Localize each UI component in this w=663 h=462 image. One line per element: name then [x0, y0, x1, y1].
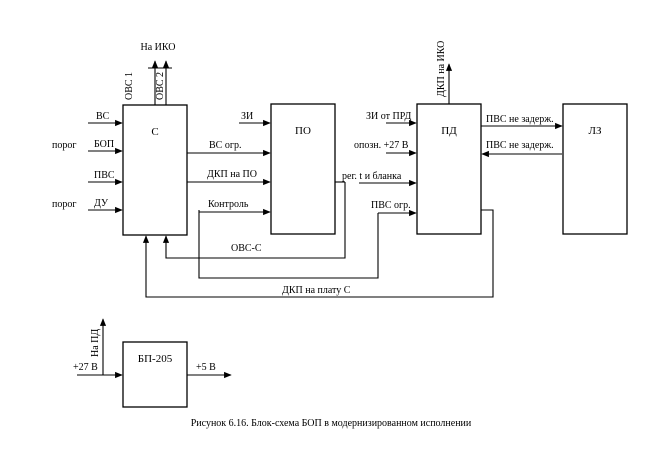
label-du: ДУ: [94, 198, 109, 209]
ovs-c-loop: ОВС-С: [162, 181, 346, 259]
label-zi: ЗИ: [241, 111, 253, 122]
ovs-to-iko: На ИКО ОВС 1 ОВС 2: [124, 42, 176, 105]
block-c-label: С: [151, 126, 158, 138]
label-pvs: ПВС: [94, 170, 115, 181]
label-porog-2: порог: [52, 199, 76, 210]
block-pd: ПД: [416, 103, 482, 235]
inputs-pd: ЗИ от ПРД опозн. +27 В рег. t и бланка П…: [342, 111, 417, 217]
block-po-label: ПО: [295, 125, 311, 137]
label-reg-t-blanka: рег. t и бланка: [342, 171, 402, 182]
inputs-c: ВС порог БОП ПВС порог ДУ: [52, 111, 123, 214]
block-pd-label: ПД: [441, 125, 457, 137]
block-lz-label: ЛЗ: [589, 125, 602, 137]
dkp-platu-c-loop: ДКП на плату С: [142, 209, 494, 298]
pd-lz-links: ПВС не задерж. ПВС не задерж.: [481, 114, 563, 158]
figure-caption: Рисунок 6.16. Блок-схема БОП в модернизи…: [191, 418, 472, 429]
label-ovs-2: ОВС 2: [155, 72, 166, 100]
label-dkp-na-po: ДКП на ПО: [207, 169, 257, 180]
block-c: С: [122, 104, 188, 236]
label-porog-1: порог: [52, 140, 76, 151]
block-po: ПО: [270, 103, 336, 235]
label-plus-5v: +5 В: [196, 362, 216, 373]
label-dkp-na-platu-c: ДКП на плату С: [282, 285, 351, 296]
label-ovs-c: ОВС-С: [231, 243, 262, 254]
label-vs: ВС: [96, 111, 110, 122]
label-zi-ot-prd: ЗИ от ПРД: [366, 111, 412, 122]
block-lz: ЛЗ: [562, 103, 628, 235]
block-bp205: БП-205: [122, 341, 188, 408]
label-kontrol: Контроль: [208, 199, 249, 210]
power-supply-links: +27 В На ПД +5 В: [73, 318, 232, 379]
c-to-po: ЗИ ВС огр. ДКП на ПО Контроль: [187, 111, 271, 216]
dkp-to-iko: ДКП на ИКО: [436, 41, 453, 104]
label-bop: БОП: [94, 139, 114, 150]
label-opozn-27v: опозн. +27 В: [354, 140, 409, 151]
label-pvs-ne-zaderzh-2: ПВС не задерж.: [486, 140, 554, 151]
block-bp205-label: БП-205: [138, 353, 173, 365]
label-plus-27v: +27 В: [73, 362, 98, 373]
label-na-pd: На ПД: [90, 329, 101, 357]
label-ovs-1: ОВС 1: [124, 72, 135, 100]
label-dkp-na-iko: ДКП на ИКО: [436, 41, 447, 97]
label-vs-ogr: ВС огр.: [209, 140, 241, 151]
label-pvs-ne-zaderzh-1: ПВС не задерж.: [486, 114, 554, 125]
label-na-iko-top: На ИКО: [140, 42, 175, 53]
pd-to-c-loop: [198, 210, 379, 279]
label-pvs-ogr: ПВС огр.: [371, 200, 411, 211]
